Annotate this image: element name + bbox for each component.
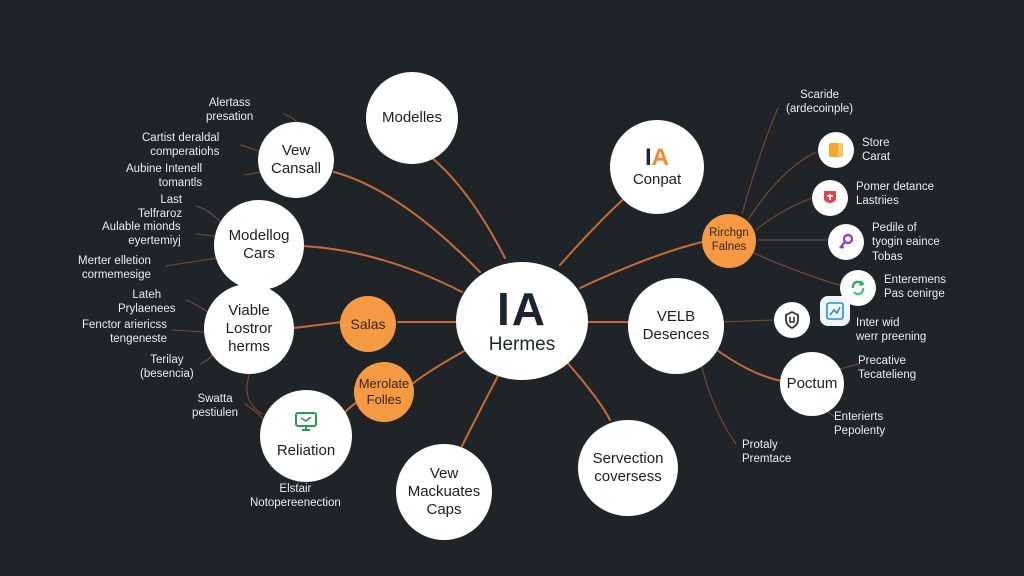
- edge-velb-poctum: [709, 344, 783, 382]
- label-scaride: Scaride(ardecoinple): [786, 89, 854, 116]
- leader-auliable: [195, 233, 215, 237]
- node-vew-mackuates[interactable]: Vew Mackuates Caps: [396, 444, 492, 540]
- node-modelles-label: Modelles: [381, 109, 443, 126]
- edge-center-modeling-cars: [301, 245, 463, 293]
- node-rirchgn-line1: Rirchgn: [709, 227, 749, 240]
- node-velb-line1: VELB: [656, 308, 696, 325]
- center-node-ia-hermes[interactable]: IA Hermes: [456, 262, 588, 380]
- center-subtitle: Hermes: [488, 333, 556, 355]
- leader-viable-relation: [246, 371, 263, 415]
- node-velb-line2: Desences: [642, 326, 710, 343]
- edge-center-merolate: [411, 349, 467, 385]
- node-viable-lostror[interactable]: Viable Lostror herms: [204, 284, 294, 374]
- pedile-key-icon[interactable]: [828, 224, 864, 260]
- node-merolate-line1: Merolate: [358, 376, 410, 392]
- node-velb-desences[interactable]: VELB Desences: [628, 278, 724, 374]
- edge-center-modelles: [431, 157, 506, 259]
- node-vew-cansall-line2: Cansall: [270, 160, 322, 177]
- node-viable-line3: herms: [228, 338, 270, 355]
- node-viable-line2: Lostror: [225, 320, 273, 337]
- node-modeling-cars-line2: Cars: [243, 245, 275, 262]
- node-rirchgn-line2: Falnes: [711, 241, 747, 253]
- leader-velb-shield: [719, 319, 775, 323]
- node-relation[interactable]: Reliation: [260, 390, 352, 482]
- node-vew-cansall-line1: Vew: [281, 142, 311, 159]
- node-merolate-folles[interactable]: Merolate Folles: [354, 362, 414, 422]
- leader-fenctor: [171, 329, 205, 333]
- leader-swatta: [244, 403, 265, 421]
- node-vew-mackuates-line1: Vew: [429, 465, 459, 482]
- node-viable-line1: Viable: [228, 302, 270, 319]
- node-merolate-line2: Folles: [366, 392, 402, 407]
- leader-enterements: [751, 251, 843, 287]
- node-ia-compat-subtitle: Conpat: [632, 171, 682, 189]
- node-relation-label: Reliation: [276, 441, 336, 459]
- edge-center-kirchgn: [579, 241, 703, 289]
- edge-salas-viable: [293, 321, 343, 329]
- node-vew-mackuates-line2: Mackuates: [407, 483, 481, 500]
- leader-protaly: [699, 359, 737, 445]
- node-servection[interactable]: Servection coversess: [578, 420, 678, 516]
- shield-icon[interactable]: [774, 302, 810, 338]
- pomer-badge-icon[interactable]: [812, 180, 848, 216]
- inter-chart-icon[interactable]: [820, 296, 850, 326]
- node-poctum[interactable]: Poctum: [780, 352, 844, 416]
- center-title: IA: [497, 283, 547, 336]
- leader-audione: [243, 171, 263, 176]
- node-vew-mackuates-line3: Caps: [426, 501, 462, 518]
- node-vew-cansall[interactable]: Vew Cansall: [258, 122, 334, 198]
- leader-store: [747, 151, 817, 221]
- node-ia-compat[interactable]: IA Conpat: [610, 120, 704, 214]
- label-terilay: Terilay(besencia): [140, 354, 194, 381]
- leader-pomer: [755, 197, 813, 231]
- node-salas-label: Salas: [350, 315, 386, 332]
- node-rirchgn-falnes[interactable]: Rirchgn Falnes: [702, 214, 756, 268]
- leader-merter: [165, 257, 219, 267]
- edge-center-servection: [564, 359, 611, 421]
- edge-center-vew-mackuates: [461, 371, 501, 447]
- edge-center-vew-cansall: [333, 171, 481, 273]
- leader-last: [195, 205, 221, 223]
- relation-screen-icon: [294, 412, 318, 437]
- leader-scaride: [741, 107, 779, 215]
- node-servection-line1: Servection: [592, 450, 664, 467]
- store-folder-icon[interactable]: [818, 132, 854, 168]
- node-modeling-cars-line1: Modellog: [228, 227, 290, 244]
- node-modelles[interactable]: Modelles: [366, 72, 458, 164]
- node-servection-line2: coversess: [594, 468, 662, 485]
- edge-center-ia-compat: [559, 194, 629, 266]
- node-poctum-label: Poctum: [786, 375, 838, 392]
- node-salas[interactable]: Salas: [340, 296, 396, 352]
- node-ia-compat-title: IA: [644, 143, 669, 171]
- node-modeling-cars[interactable]: Modellog Cars: [214, 200, 304, 290]
